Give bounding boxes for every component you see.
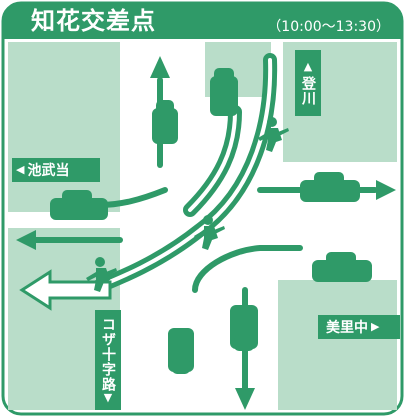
arrowhead-up [150,56,170,78]
direction-east-name: 美里中 [326,320,368,336]
triangle-right-icon: ▶ [371,320,380,333]
cars [50,68,372,374]
pedestrians [86,117,289,292]
vehicle-flow-heads [16,56,396,410]
intersection-title: 知花交差点 [31,7,156,35]
direction-south-name: コザ十字路 [100,316,116,392]
walk-arrow-left [19,269,112,311]
car-east-lower [312,252,372,282]
triangle-left-icon: ◀ [16,163,25,176]
car-south-left [168,328,194,374]
pedestrian-3 [86,257,117,292]
flow-curve-east [192,245,303,293]
arrowhead-left [16,230,36,250]
car-east [300,172,360,202]
pedestrian-1 [258,117,289,152]
direction-label-north: ▲ 登川 [295,50,321,116]
direction-label-east: 美里中 ▶ [318,315,400,339]
map-header: 知花交差点 （10:00〜13:30） [3,3,402,39]
direction-label-south: コザ十字路 ▼ [95,310,121,410]
triangle-up-icon: ▲ [303,59,313,73]
block-south-east [278,280,397,410]
car-north [152,100,178,144]
block-north-west [8,42,120,212]
arrowhead-down [235,388,255,410]
car-north-right [210,68,238,116]
triangle-down-icon: ▼ [103,390,113,404]
direction-label-west: ◀ 池武当 [12,158,100,182]
pedestrian-path-centers [88,58,273,292]
car-south [230,305,258,351]
time-range: （10:00〜13:30） [267,19,390,35]
direction-west-name: 池武当 [27,163,70,179]
pedestrian-2 [194,215,225,250]
direction-north-name: 登川 [300,75,316,106]
car-west [50,190,108,220]
arrowhead-right [376,180,396,200]
